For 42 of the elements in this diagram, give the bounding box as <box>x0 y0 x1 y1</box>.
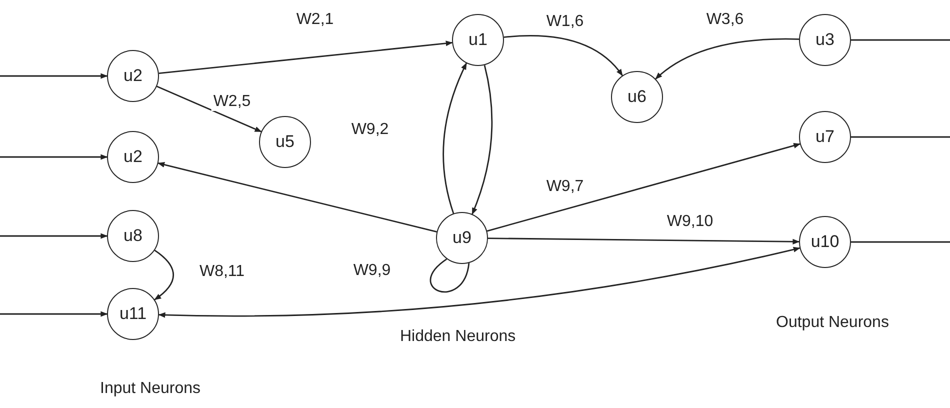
group-label: Input Neurons <box>100 380 201 398</box>
connector-line <box>851 136 950 138</box>
arrow <box>156 86 262 132</box>
edge-label: W1,6 <box>544 13 586 31</box>
edge-label: W2,5 <box>211 93 253 111</box>
arrow <box>0 311 108 317</box>
arrow <box>442 62 467 214</box>
arrow <box>655 38 800 80</box>
edge-label: W2,1 <box>294 11 336 29</box>
arrow <box>504 35 623 76</box>
connector-line <box>851 39 950 41</box>
connector-line <box>430 258 470 293</box>
neuron-circle: u6 <box>611 71 663 123</box>
neuron-circle: u11 <box>107 288 159 340</box>
group-label: Hidden Neurons <box>400 328 516 346</box>
edge-label: W8,11 <box>197 263 247 281</box>
neuron-circle: u1 <box>452 14 504 66</box>
neuron-circle: u9 <box>436 212 488 264</box>
arrow <box>158 246 800 318</box>
arrow <box>486 142 801 232</box>
arrow <box>488 238 800 244</box>
connector-line <box>851 241 950 243</box>
edge-label: W9,10 <box>664 213 716 231</box>
edge-label: W3,6 <box>704 11 746 29</box>
edge-label: W9,2 <box>349 121 391 139</box>
edge-label: W9,7 <box>544 178 586 196</box>
group-label: Output Neurons <box>776 314 889 332</box>
neuron-circle: u2 <box>107 131 159 183</box>
neuron-circle: u3 <box>799 14 851 66</box>
arrow <box>0 233 108 239</box>
edge-label: W9,9 <box>351 262 393 280</box>
neuron-circle: u10 <box>799 216 851 268</box>
neuron-circle: u2 <box>107 50 159 102</box>
arrow <box>0 154 108 160</box>
arrow <box>0 73 108 79</box>
arrow <box>472 65 493 215</box>
arrow <box>154 250 174 300</box>
neuron-circle: u5 <box>259 116 311 168</box>
neuron-circle: u7 <box>799 111 851 163</box>
arrow <box>158 40 453 74</box>
neuron-circle: u8 <box>107 210 159 262</box>
arrow <box>158 162 437 232</box>
